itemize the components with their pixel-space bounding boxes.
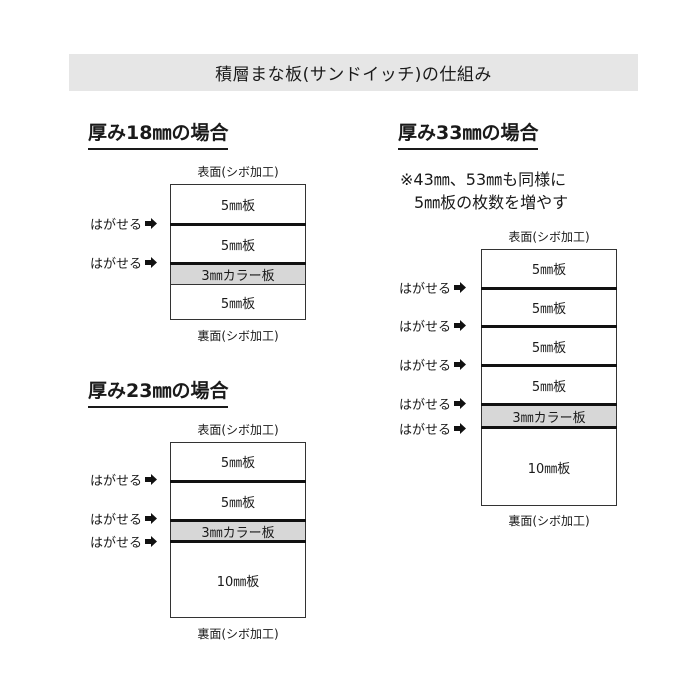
peel-line [481, 403, 617, 406]
layer: 5㎜板 [482, 367, 616, 403]
arrow-right-icon [454, 282, 467, 293]
peel-label: はがせる [90, 474, 143, 489]
layer: 5㎜板 [482, 250, 616, 287]
arrow-right-icon [145, 513, 158, 524]
peel-label: はがせる [399, 282, 452, 297]
layer: 5㎜板 [171, 185, 305, 223]
peel-line [170, 223, 306, 226]
layer-label: 5㎜板 [531, 302, 567, 317]
layer: 5㎜板 [171, 226, 305, 262]
peel-indicator: はがせる [399, 355, 467, 374]
peel-line [481, 287, 617, 290]
layer-label: 3㎜カラー板 [512, 410, 586, 426]
peel-label: はがせる [90, 257, 143, 272]
section-33mm-top-face-label: 表面(シボ加工) [508, 230, 590, 244]
peel-label: はがせる [90, 218, 143, 233]
arrow-right-icon [145, 474, 158, 485]
layer-label: 3㎜カラー板 [201, 525, 275, 541]
layer-label: 10㎜板 [216, 574, 260, 590]
layer-label: 3㎜カラー板 [201, 269, 275, 284]
section-23mm-bottom-face-label: 裏面(シボ加工) [197, 627, 279, 641]
peel-indicator: はがせる [90, 470, 158, 489]
section-18mm-heading: 厚み18㎜の場合 [88, 122, 229, 150]
peel-indicator: はがせる [399, 394, 467, 413]
layer: 5㎜板 [171, 483, 305, 519]
section-23mm-heading: 厚み23㎜の場合 [88, 380, 229, 408]
peel-indicator: はがせる [399, 278, 467, 297]
peel-label: はがせる [399, 398, 452, 413]
layer-label: 5㎜板 [220, 198, 256, 214]
peel-line [481, 426, 617, 429]
section-23mm-top-face-label: 表面(シボ加工) [197, 423, 279, 437]
section-33mm-note-line1: ※43㎜、53㎜も同様に [400, 170, 567, 189]
arrow-right-icon [145, 218, 158, 229]
peel-indicator: はがせる [90, 509, 158, 528]
section-33mm-heading: 厚み33㎜の場合 [398, 122, 539, 150]
color-layer: 3㎜カラー板 [171, 522, 305, 541]
color-layer: 3㎜カラー板 [482, 406, 616, 426]
peel-indicator: はがせる [90, 253, 158, 272]
section-18mm-bottom-face-label: 裏面(シボ加工) [197, 329, 279, 343]
layer-label: 5㎜板 [531, 379, 567, 395]
peel-label: はがせる [399, 423, 452, 438]
peel-line [170, 262, 306, 265]
peel-line [170, 519, 306, 522]
section-18mm-stack: 5㎜板 5㎜板 3㎜カラー板 5㎜板 [170, 184, 306, 320]
arrow-right-icon [145, 257, 158, 268]
layer-label: 10㎜板 [527, 461, 571, 477]
peel-indicator: はがせる [399, 419, 467, 438]
layer: 10㎜板 [482, 429, 616, 505]
layer: 5㎜板 [482, 328, 616, 364]
peel-indicator: はがせる [90, 214, 158, 233]
section-33mm-note-line2: 5㎜板の枚数を増やす [414, 193, 569, 212]
section-33mm-stack: 5㎜板 5㎜板 5㎜板 5㎜板 3㎜カラー板 10㎜板 [481, 249, 617, 506]
peel-label: はがせる [399, 320, 452, 335]
peel-line [481, 364, 617, 367]
layer: 5㎜板 [171, 443, 305, 480]
arrow-right-icon [454, 359, 467, 370]
peel-label: はがせる [399, 359, 452, 374]
arrow-right-icon [454, 320, 467, 331]
layer-label: 5㎜板 [220, 238, 256, 254]
section-18mm-top-face-label: 表面(シボ加工) [197, 165, 279, 179]
peel-label: はがせる [90, 513, 143, 528]
layer: 5㎜板 [482, 290, 616, 325]
peel-label: はがせる [90, 536, 143, 551]
color-layer: 3㎜カラー板 [171, 265, 305, 284]
arrow-right-icon [454, 398, 467, 409]
peel-indicator: はがせる [90, 532, 158, 551]
layer: 10㎜板 [171, 543, 305, 617]
page-title: 積層まな板(サンドイッチ)の仕組み [69, 54, 638, 91]
peel-indicator: はがせる [399, 316, 467, 335]
peel-line [170, 480, 306, 483]
layer-label: 5㎜板 [220, 456, 256, 471]
peel-line [170, 540, 306, 543]
section-33mm-bottom-face-label: 裏面(シボ加工) [508, 514, 590, 528]
section-23mm-stack: 5㎜板 5㎜板 3㎜カラー板 10㎜板 [170, 442, 306, 618]
layer-label: 5㎜板 [531, 340, 567, 356]
peel-line [481, 325, 617, 328]
layer-label: 5㎜板 [220, 297, 256, 312]
page-title-text: 積層まな板(サンドイッチ)の仕組み [215, 65, 492, 85]
layer-label: 5㎜板 [531, 263, 567, 278]
layer-label: 5㎜板 [220, 495, 256, 511]
arrow-right-icon [145, 536, 158, 547]
layer: 5㎜板 [171, 284, 305, 320]
arrow-right-icon [454, 423, 467, 434]
